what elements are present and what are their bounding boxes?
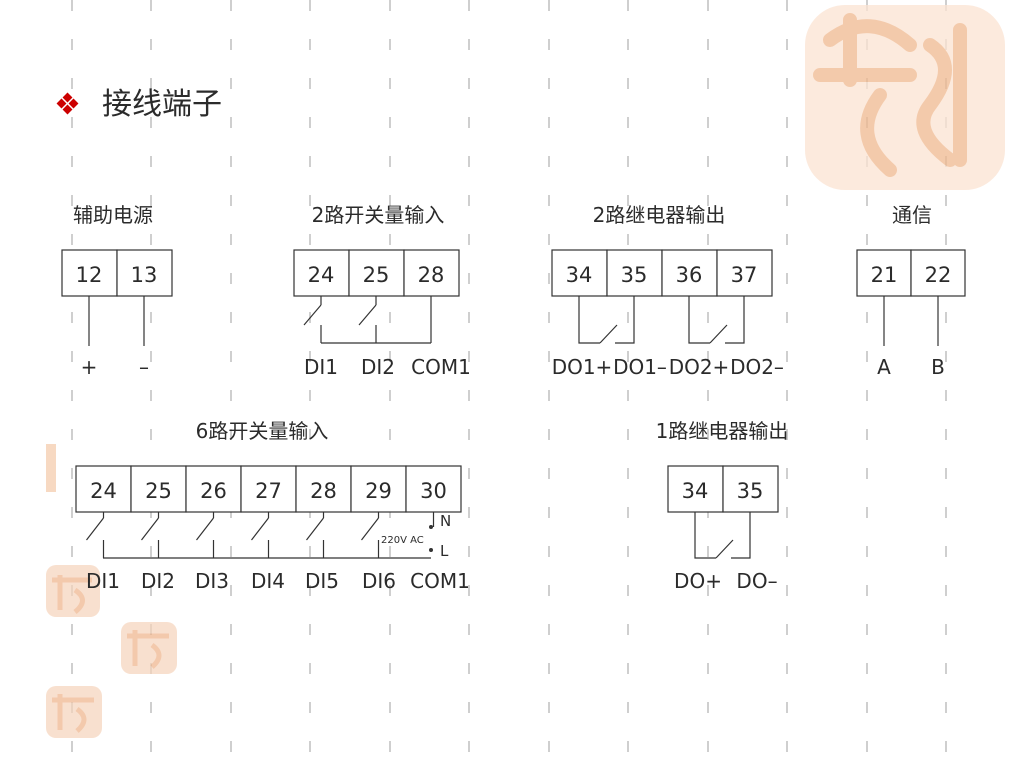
- watermark-seal-small-3: [121, 622, 177, 674]
- wire-label: DO1+: [552, 355, 613, 379]
- watermark-seal-small-4: [46, 686, 102, 738]
- terminal-number: 28: [418, 263, 445, 287]
- wire-label: DI2: [361, 355, 395, 379]
- wire-label: COM1: [410, 569, 470, 593]
- block-1-relay-output: 1路继电器输出 34 35 DO+ DO–: [656, 419, 789, 593]
- block-title: 1路继电器输出: [656, 419, 789, 443]
- wire-label: A: [877, 355, 891, 379]
- wire-label: DI6: [362, 569, 396, 593]
- terminal-number: 30: [420, 479, 447, 503]
- terminal-number: 25: [363, 263, 390, 287]
- terminal-number: 34: [682, 479, 709, 503]
- watermark-seal-large: [805, 5, 1005, 190]
- block-6-digital-inputs: 6路开关量输入 24 25 26 27 28 29 30 220V AC N L DI1 D…: [75, 419, 470, 593]
- wire-label: DO–: [736, 569, 777, 593]
- watermark-seal-small-1: [46, 444, 56, 492]
- terminal-box: [185, 465, 242, 513]
- block-title: 辅助电源: [73, 203, 153, 227]
- terminal-box: [405, 465, 462, 513]
- slide-title: 接线端子: [102, 87, 222, 122]
- block-communication: 通信 21 22 A B: [856, 203, 966, 379]
- wire-label: DO2–: [730, 355, 784, 379]
- terminal-number: 34: [566, 263, 593, 287]
- terminal-number: 24: [308, 263, 335, 287]
- terminal-number: 27: [255, 479, 282, 503]
- block-title: 2路继电器输出: [593, 203, 726, 227]
- terminal-number: 24: [90, 479, 117, 503]
- wire-label: +: [81, 355, 98, 379]
- wire-label: –: [139, 355, 149, 379]
- wire-label: DO+: [674, 569, 722, 593]
- line-label: L: [440, 542, 449, 560]
- terminal-number: 29: [365, 479, 392, 503]
- terminal-number: 37: [731, 263, 758, 287]
- wire-label: DO1–: [613, 355, 667, 379]
- block-aux-power: 辅助电源 12 13 + –: [61, 203, 173, 379]
- wire-label: DI4: [251, 569, 285, 593]
- terminal-number: 25: [145, 479, 172, 503]
- terminal-number: 28: [310, 479, 337, 503]
- watermark-seal-small-2: [46, 565, 100, 617]
- terminal-number: 21: [871, 263, 898, 287]
- bullet-diamond-icon: [56, 92, 79, 115]
- terminal-number: 22: [925, 263, 952, 287]
- wire-label: DI1: [86, 569, 120, 593]
- slide-title-row: 接线端子: [56, 87, 222, 122]
- block-title: 2路开关量输入: [312, 203, 445, 227]
- terminal-number: 12: [76, 263, 103, 287]
- wire-label: DI1: [304, 355, 338, 379]
- wire-label: DI2: [141, 569, 175, 593]
- terminal-box: [240, 465, 297, 513]
- wire-label: DI5: [305, 569, 339, 593]
- terminal-box: [130, 465, 187, 513]
- terminal-box: [295, 465, 352, 513]
- wire-label: DO2+: [669, 355, 730, 379]
- terminal-number: 36: [676, 263, 703, 287]
- terminal-strip: 24 25 26 27 28 29 30: [75, 465, 462, 558]
- terminal-number: 35: [621, 263, 648, 287]
- terminal-box: [116, 249, 173, 297]
- wire-label: COM1: [411, 355, 471, 379]
- terminal-number: 13: [131, 263, 158, 287]
- block-2-digital-inputs: 2路开关量输入 24 25 28 DI1 DI2 COM1: [293, 203, 471, 379]
- terminal-number: 26: [200, 479, 227, 503]
- block-2-relay-outputs: 2路继电器输出 34 35 36 37 DO1+ DO1– DO2+ DO2–: [551, 203, 784, 379]
- terminal-number: 35: [737, 479, 764, 503]
- block-title: 6路开关量输入: [196, 419, 329, 443]
- block-title: 通信: [892, 203, 932, 227]
- wire-label: B: [931, 355, 945, 379]
- supply-voltage-label: 220V AC: [381, 535, 424, 546]
- neutral-label: N: [440, 512, 451, 530]
- terminal-box: [350, 465, 407, 513]
- wire-label: DI3: [195, 569, 229, 593]
